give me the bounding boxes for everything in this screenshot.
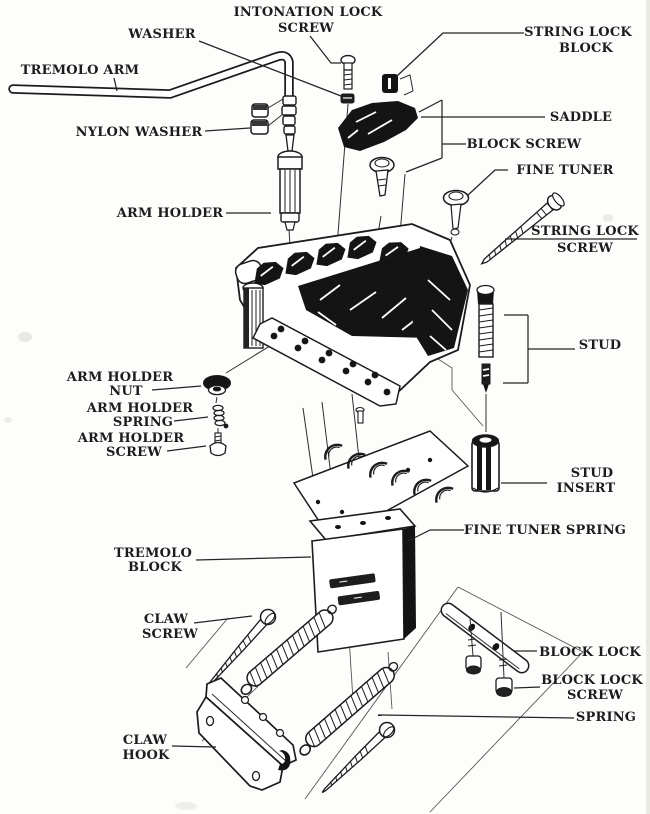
arm-holder-nut-part: [203, 375, 231, 396]
label-block-screw: BLOCK SCREW: [467, 137, 582, 152]
label-block-lock: BLOCK LOCK: [539, 645, 641, 660]
label-block-lock-screw-2: SCREW: [567, 688, 623, 703]
leader-stud: [503, 314, 575, 384]
leader-block-screw: [405, 99, 466, 173]
claw-screw-1: [207, 608, 277, 687]
block-lock-screw-1: [465, 617, 482, 675]
tremolo-arm: [8, 51, 297, 152]
block-lock-screw-2: [495, 611, 513, 697]
apron-nuts: [270, 325, 391, 396]
label-stud-insert-2: INSERT: [557, 481, 616, 496]
label-claw-screw-1: CLAW: [144, 612, 189, 627]
label-saddle: SADDLE: [550, 110, 612, 125]
leader-string-lock-block: [396, 32, 524, 77]
bridge-small-screw: [355, 406, 365, 424]
label-claw-screw-2: SCREW: [142, 627, 198, 642]
leader-fine-tuner-spring: [407, 529, 464, 542]
claw-screw-2: [321, 721, 396, 794]
leader-intonation-lock-screw: [309, 35, 341, 64]
label-stud-insert-1: STUD: [571, 466, 613, 481]
label-tremolo-block-2: BLOCK: [128, 560, 183, 575]
leader-claw-screw: [193, 615, 253, 624]
label-tremolo-arm: TREMOLO ARM: [21, 63, 140, 78]
label-arm-holder-screw-2: SCREW: [106, 445, 162, 460]
washer-parts: [250, 98, 284, 135]
label-arm-holder-screw-1: ARM HOLDER: [77, 431, 185, 446]
string-lock-screw-part: [480, 192, 565, 265]
arm-holder-screw-part: [209, 432, 227, 457]
stud-insert-part: [471, 434, 500, 493]
leader-arm-holder-spring: [173, 416, 209, 422]
label-washer: WASHER: [127, 27, 195, 42]
label-tremolo-block-1: TREMOLO: [114, 546, 192, 561]
label-fine-tuner-spring: FINE TUNER SPRING: [464, 523, 626, 538]
label-string-lock-screw-1: STRING LOCK: [531, 224, 639, 239]
label-nylon-washer: NYLON WASHER: [76, 125, 203, 140]
spring-1: [240, 604, 337, 696]
label-claw-hook-2: HOOK: [122, 748, 170, 763]
stud-part: [476, 284, 495, 393]
label-stud: STUD: [579, 338, 621, 353]
leader-washer: [198, 40, 342, 97]
block-lock-part: [440, 602, 530, 674]
fine-tuner-part: [442, 189, 470, 236]
label-arm-holder-spring-1: ARM HOLDER: [86, 401, 194, 416]
label-arm-holder: ARM HOLDER: [116, 206, 224, 221]
label-intonation-lock-screw-1: INTONATION LOCK: [234, 5, 383, 20]
arm-holder-spring-part: [212, 404, 229, 429]
bridge-apron: [252, 317, 401, 407]
leader-spring: [377, 714, 575, 719]
saddle-part: [338, 101, 418, 151]
leader-tremolo-arm: [113, 77, 118, 92]
label-block-lock-screw-1: BLOCK LOCK: [541, 673, 643, 688]
label-arm-holder-spring-2: SPRING: [113, 415, 173, 430]
labels: TREMOLO ARM WASHER INTONATION LOCK SCREW…: [21, 5, 643, 763]
label-intonation-lock-screw-2: SCREW: [278, 21, 334, 36]
block-screw-part: [369, 156, 395, 197]
arm-holder-part: [277, 150, 303, 231]
leader-arm-holder-nut: [151, 385, 202, 391]
block-engraving: [329, 573, 381, 606]
label-arm-holder-nut-2: NUT: [109, 384, 143, 399]
tremolo-block-part: [308, 508, 417, 653]
label-string-lock-block-1: STRING LOCK: [524, 25, 632, 40]
scan-smudges: [4, 0, 650, 814]
fine-tuner-spring-clips: [324, 443, 454, 503]
string-lock-block-wire: [399, 74, 414, 96]
leader-lines: [113, 32, 637, 748]
leader-block-lock-screw: [513, 686, 541, 689]
leader-tremolo-block: [195, 556, 312, 561]
leader-arm-holder-screw: [166, 445, 207, 452]
string-lock-block: [382, 74, 414, 96]
label-string-lock-screw-2: SCREW: [557, 241, 613, 256]
label-arm-holder-nut-1: ARM HOLDER: [66, 370, 174, 385]
intonation-lock-screw: [340, 54, 356, 104]
leader-nylon-washer: [204, 127, 251, 132]
bridge-base-plate: [234, 223, 471, 424]
label-spring: SPRING: [576, 710, 636, 725]
leader-fine-tuner: [466, 169, 508, 197]
label-fine-tuner: FINE TUNER: [516, 163, 613, 178]
leader-claw-hook: [171, 745, 217, 748]
label-claw-hook-1: CLAW: [123, 733, 168, 748]
claw-hook-part: [196, 677, 297, 791]
label-string-lock-block-2: BLOCK: [559, 41, 614, 56]
spring-2: [299, 661, 399, 756]
